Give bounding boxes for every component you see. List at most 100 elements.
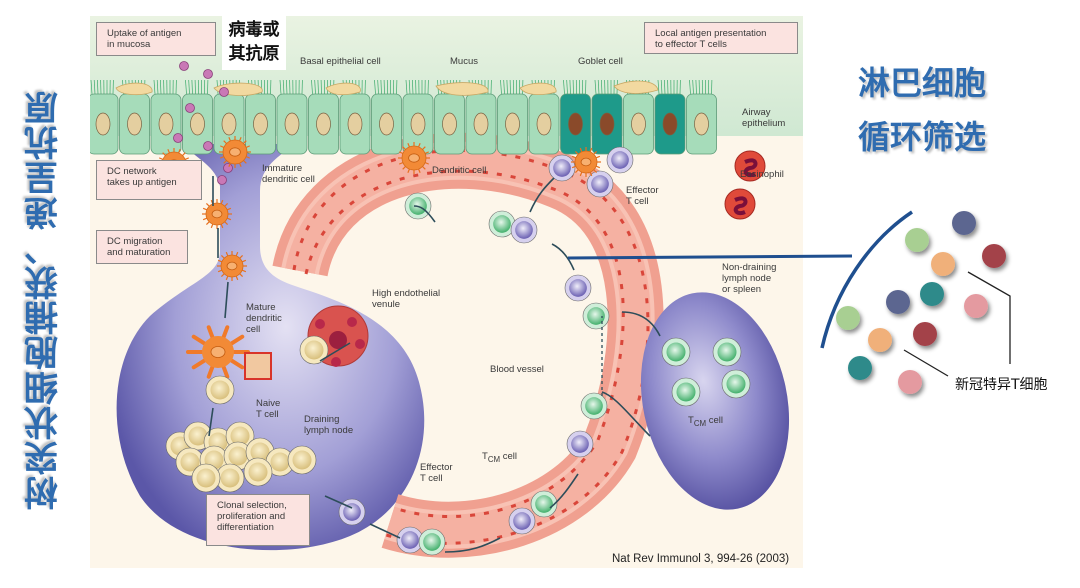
tcm-cell (671, 377, 701, 407)
label-eosinophil: Eosinophil (740, 169, 784, 180)
effector-t-cell (508, 507, 536, 535)
label-mature-dc: Mature dendritic cell (246, 302, 282, 335)
sars-cov2-specific-t-cell (913, 322, 937, 346)
proliferating-t-cell (215, 463, 245, 493)
box-dc-migration: DC migration and maturation (96, 230, 188, 264)
epithelial-cell (90, 79, 119, 155)
sars-cov2-specific-t-cell (931, 252, 955, 276)
naive-t-cell (205, 375, 235, 405)
sars-cov2-specific-t-cell (952, 211, 976, 235)
diagram-panel: Uptake of antigen in mucosa DC network t… (90, 16, 803, 568)
label-airway-epithelium: Airway epithelium (742, 107, 786, 129)
tcm-cell (580, 392, 608, 420)
proliferating-t-cell (191, 463, 221, 493)
label-non-draining: Non-draining lymph node or spleen (722, 262, 777, 295)
immune-diagram (90, 16, 803, 568)
dendritic-cell-migrating (217, 251, 247, 281)
epithelial-cell (497, 79, 528, 155)
tcm-cell (661, 337, 691, 367)
antigen-particle (173, 133, 183, 143)
label-blood-vessel: Blood vessel (490, 364, 544, 375)
proliferating-t-cell (287, 445, 317, 475)
label-effector-bottom: Effector T cell (420, 462, 453, 484)
effector-t-cell (510, 216, 538, 244)
sars-cov2-specific-t-cell (848, 356, 872, 380)
effector-t-cell (564, 274, 592, 302)
dendritic-cell-presenting (571, 147, 601, 177)
label-basal-epithelial: Basal epithelial cell (300, 56, 381, 67)
antigen-particle (219, 87, 229, 97)
label-goblet: Goblet cell (578, 56, 623, 67)
eosinophil (724, 188, 756, 220)
effector-t-cell (606, 146, 634, 174)
tcm-suffix: cell (500, 451, 518, 462)
label-pointers (903, 271, 1011, 377)
lymph-node-arc (820, 210, 913, 349)
flow-arrows (208, 176, 661, 553)
label-mucus: Mucus (450, 56, 478, 67)
sars-cov2-tcell-label: 新冠特异T细胞 (955, 377, 1048, 393)
antigen-particle (223, 163, 233, 173)
dendritic-cell (398, 142, 430, 174)
box-clonal-selection: Clonal selection, proliferation and diff… (206, 494, 310, 546)
sars-cov2-specific-t-cell (905, 228, 929, 252)
proliferating-t-cell (183, 421, 213, 451)
label-draining-ln: Draining lymph node (304, 414, 354, 436)
tcm-cell (488, 210, 516, 238)
box-uptake: Uptake of antigen in mucosa (96, 22, 216, 56)
effector-t-cell (548, 154, 576, 182)
tcm-cell (418, 528, 446, 556)
antigen-particle (185, 103, 195, 113)
effector-t-cell (338, 498, 366, 526)
sars-cov2-specific-t-cell (886, 290, 910, 314)
tcm-t: T (482, 451, 488, 462)
tcm-cell (721, 369, 751, 399)
tcm-sub: CM (693, 418, 707, 428)
tcm-t: T (688, 415, 694, 426)
virus-antigen-label: 病毒或 其抗原 (222, 16, 286, 70)
left-vertical-title: 树突状细胞捕获、递呈抗原 (24, 90, 65, 510)
label-naive-tcell: Naive T cell (256, 398, 281, 420)
proliferating-t-cell (225, 421, 255, 451)
sars-cov2-specific-t-cell (898, 370, 922, 394)
tcm-suffix: cell (706, 415, 724, 426)
epithelial-cell (371, 79, 402, 155)
eosinophil (734, 150, 766, 182)
mature-dendritic-cell (186, 325, 250, 379)
label-dendritic-cell: Dendritic cell (432, 165, 487, 176)
right-title: 淋巴细胞 循环筛选 (858, 64, 987, 156)
antigen-particle (203, 141, 213, 151)
dendritic-cell-migrating (202, 199, 232, 229)
epithelial-cell (276, 79, 308, 155)
label-immature-dc: Immature dendritic cell (262, 163, 315, 185)
tcm-cell (582, 302, 610, 330)
label-hev: High endothelial venule (372, 288, 441, 310)
box-local-presentation: Local antigen presentation to effector T… (644, 22, 798, 54)
label-tcm-bottom: TCM cell (482, 451, 518, 464)
effector-t-cell (566, 430, 594, 458)
label-effector-top: Effector T cell (626, 185, 659, 207)
proliferating-t-cell (265, 447, 295, 477)
goblet-cell (654, 79, 686, 155)
epithelial-cell (308, 79, 339, 155)
tcm-cell (530, 490, 558, 518)
label-tcm-right: TCM cell (688, 415, 724, 428)
sars-cov2-specific-t-cell (964, 294, 988, 318)
sars-cov2-specific-t-cell (982, 244, 1006, 268)
highlighted-naive-t-cell (244, 352, 272, 380)
epithelial-cell (339, 79, 371, 155)
antigen-particle (217, 175, 227, 185)
goblet-cell (560, 79, 591, 155)
naive-t-cell (299, 335, 329, 365)
proliferating-t-cell (223, 441, 253, 471)
epithelial-cell (686, 79, 717, 155)
dendritic-cell-immature (219, 136, 251, 168)
epithelial-cell (119, 79, 150, 155)
tcm-cell (712, 337, 742, 367)
sars-cov2-specific-t-cell (868, 328, 892, 352)
antigen-particle (203, 69, 213, 79)
sars-cov2-specific-t-cell (836, 306, 860, 330)
box-dc-network: DC network takes up antigen (96, 160, 202, 200)
proliferating-t-cell (243, 457, 273, 487)
citation: Nat Rev Immunol 3, 994-26 (2003) (612, 553, 790, 565)
